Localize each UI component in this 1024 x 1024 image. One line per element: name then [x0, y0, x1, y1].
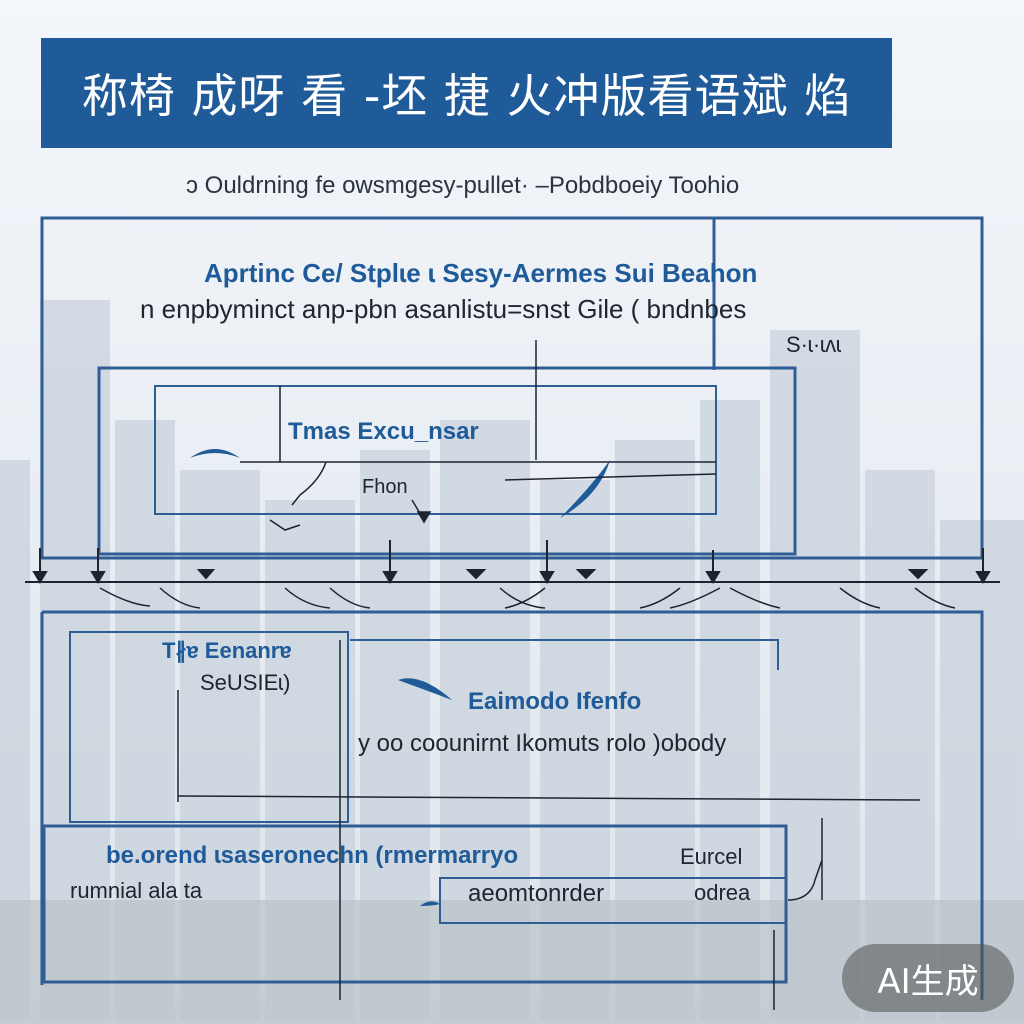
lower-left-line2: SeUSIEɩ) [200, 670, 291, 695]
lower-center-frame [350, 639, 779, 670]
top-tag: S·ɩ·ɩʌɩ [786, 332, 841, 357]
lower-frame [42, 610, 984, 1000]
inner-frame [154, 385, 717, 515]
inner-sub: Fhon [362, 476, 408, 498]
lower-left-frame [69, 631, 349, 823]
timeline [25, 540, 1000, 584]
lower-left-line1: T∦ɐ Eenanrɐ [162, 638, 292, 663]
connector-lines [177, 340, 921, 1010]
inner-heading: Tmas Excu_nsar [288, 418, 479, 445]
timeline-curves [99, 587, 956, 609]
top-line: n enpbyminct anp-pbn asanlistu=snst Gile… [140, 294, 747, 324]
page-title: 称椅 成呀 看 -坯 捷 火冲版看语斌 焰 [41, 38, 892, 148]
top-frame [40, 216, 984, 560]
bottom-right-frame [439, 877, 787, 924]
ai-generated-badge: AI生成 [842, 944, 1014, 1012]
subtitle: ↄ Ouldrning fe owsmgesy-pullet· –Pobdboe… [186, 172, 740, 199]
bottom-right-line: aeomtonrder [468, 880, 605, 907]
swoosh-marks [190, 449, 610, 906]
lower-center-heading: Eaimodo Ifenfo [468, 688, 642, 715]
bottom-right-line2: odrea [694, 880, 751, 905]
lower-center-line: y oo coounirnt Ikomuts rolo )obody [358, 730, 727, 757]
top-heading: Aprtinc Ce/ Stplɩe ɩ Sesy-Aermes Sui Bea… [204, 258, 758, 288]
bottom-heading-dark: Eurcel [680, 844, 743, 869]
bottom-heading: be.orend ɩsaseronechn (rmermarryo [106, 842, 519, 869]
bottom-left-line: rumnial ala ta [70, 878, 203, 903]
middle-frame [97, 366, 797, 556]
